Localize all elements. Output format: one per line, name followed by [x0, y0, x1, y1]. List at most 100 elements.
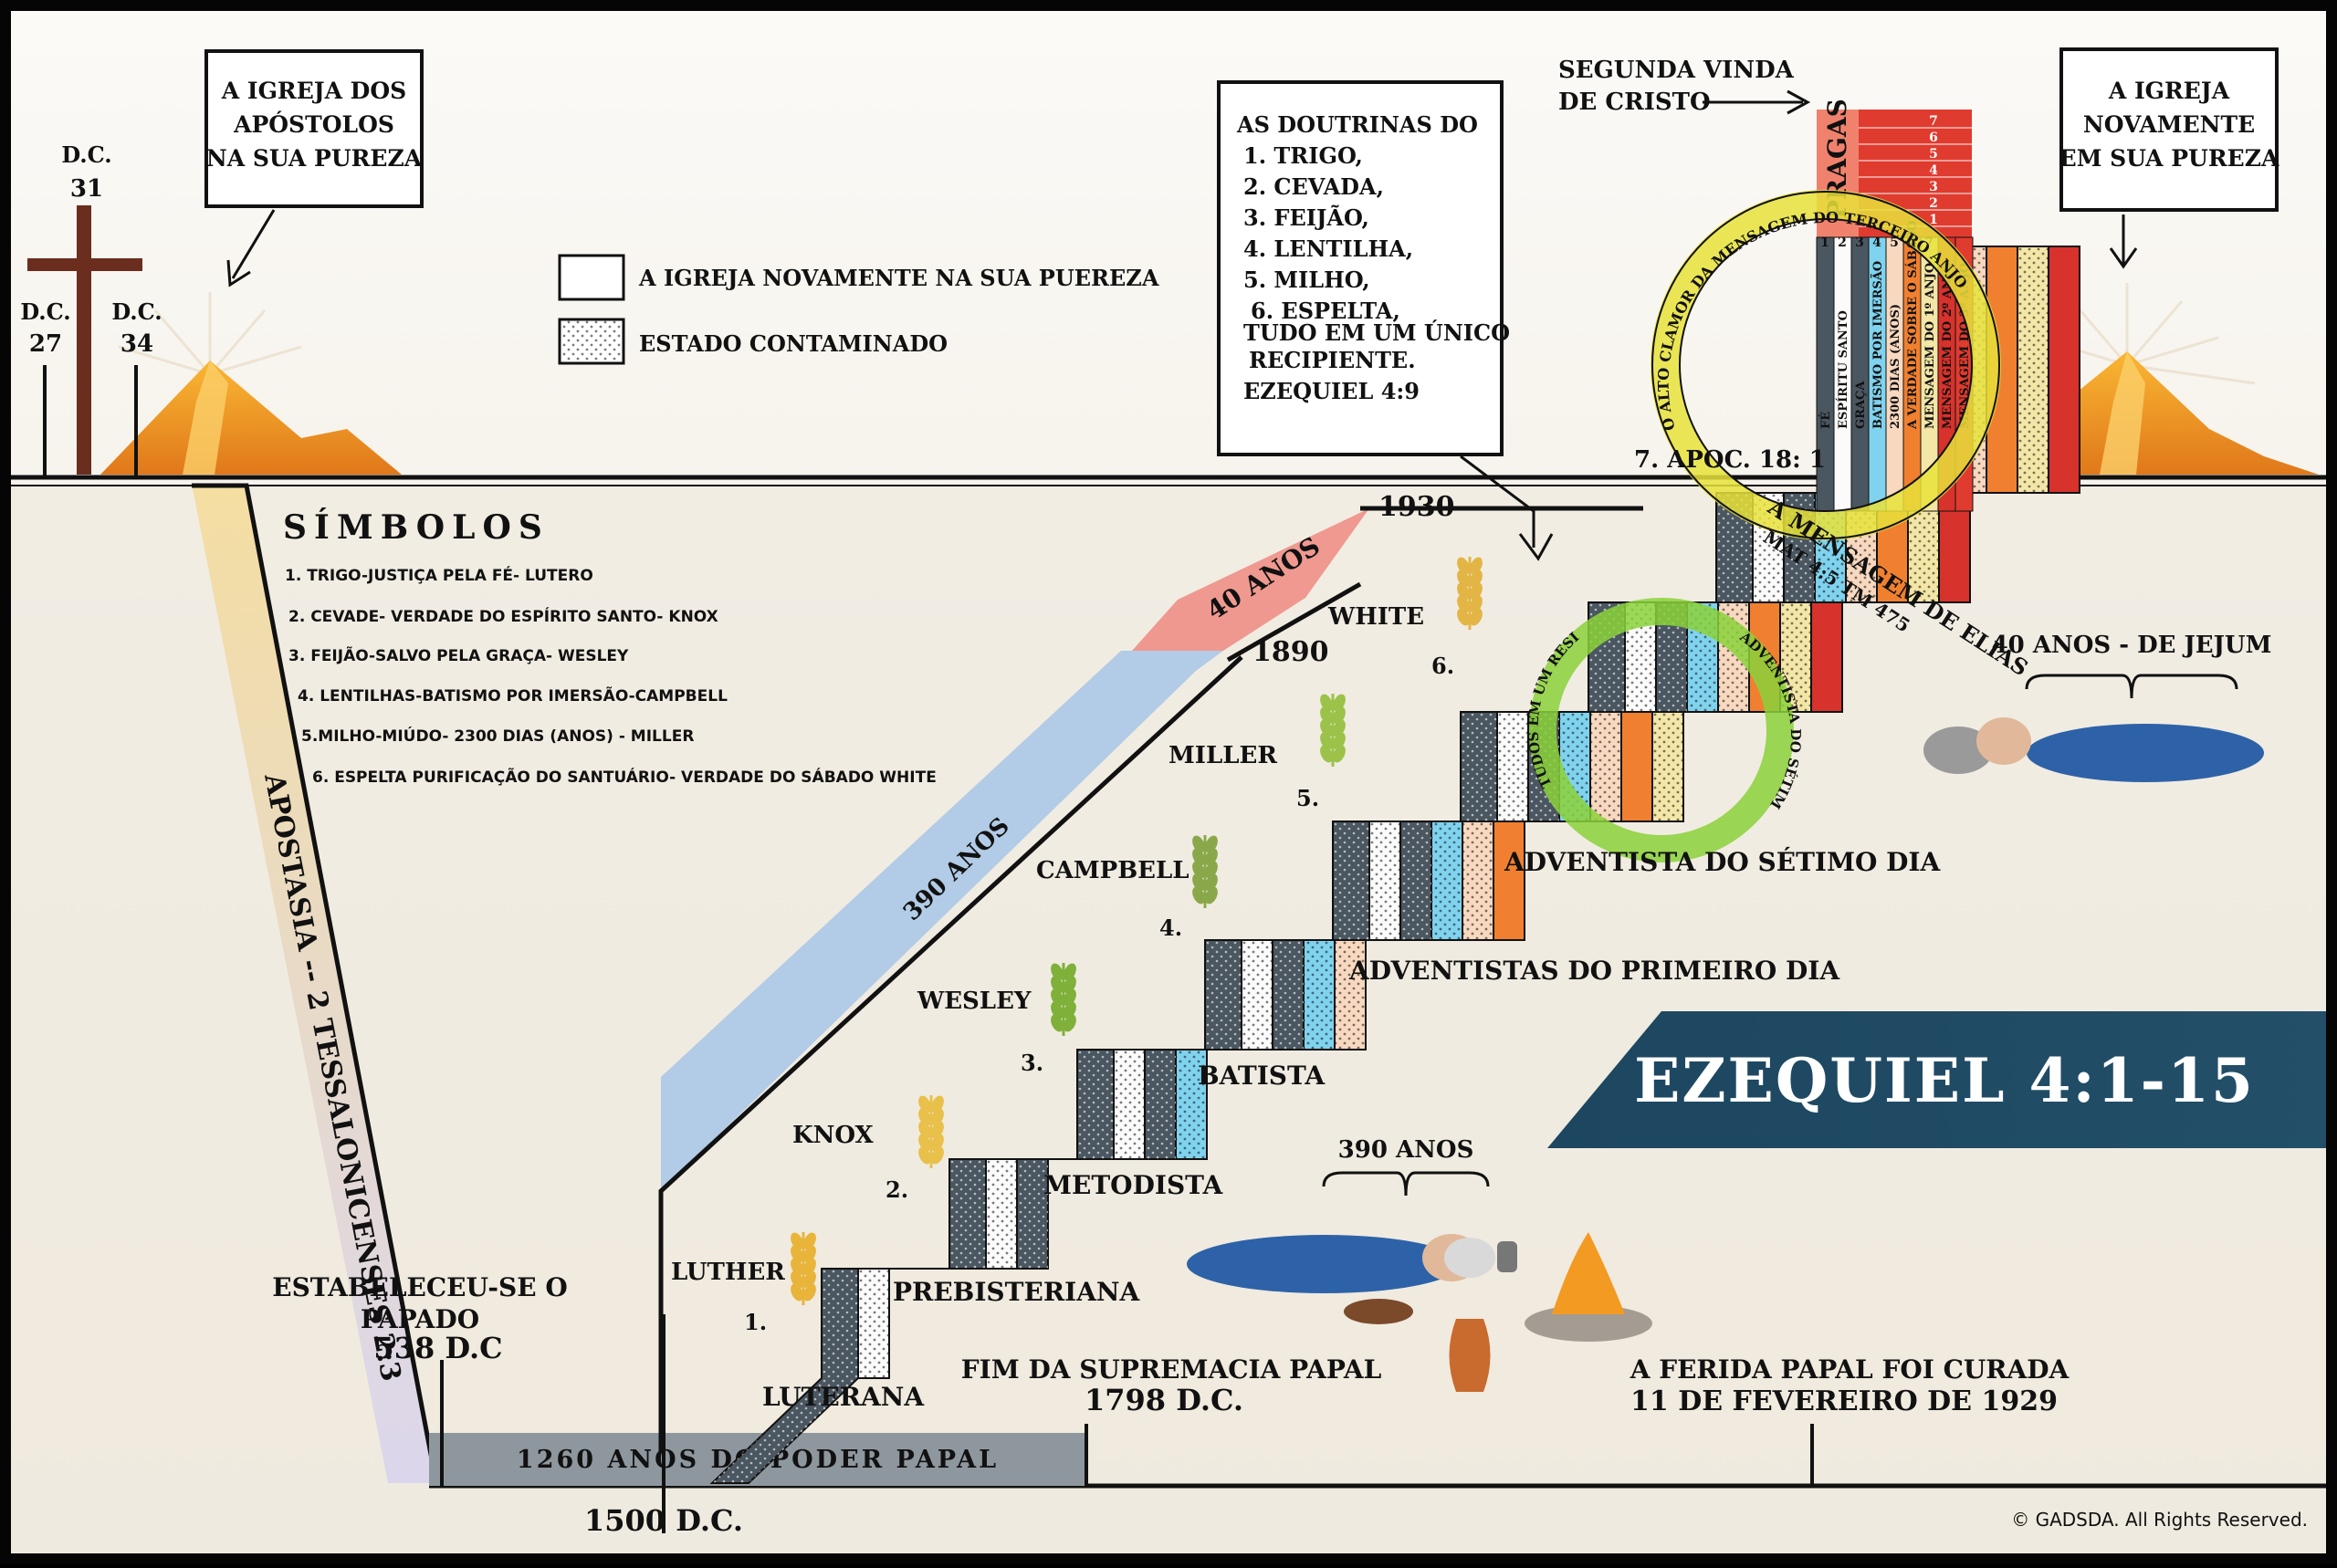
doctrine-column-3: [1850, 236, 1870, 512]
doctrines-line-1: AS DOUTRINAS DO: [1236, 111, 1478, 138]
apostles-line-3: NA SUA PUREZA: [206, 145, 423, 172]
papacy-line-1: ESTABELECEU-SE O: [272, 1272, 568, 1302]
column-number-5: 5: [1890, 235, 1899, 250]
church-metodista: METODISTA: [1043, 1170, 1223, 1200]
reformer-white: WHITE: [1327, 603, 1424, 631]
wheat-icon: [791, 1232, 816, 1305]
bean-icon: [1051, 963, 1076, 1036]
papacy-year: 538 D.C: [373, 1331, 502, 1365]
stair-2300-days-dots: [1329, 246, 1986, 1050]
year-1930: 1930: [1378, 491, 1455, 523]
number-1: 1.: [744, 1309, 767, 1335]
apostles-box: A IGREJA DOS APÓSTOLOS NA SUA PUREZA: [204, 49, 424, 287]
symbol-4: 4. LENTILHAS-BATISMO POR IMERSÃO-CAMPBEL…: [298, 685, 728, 706]
doctrines-line-10: EZEQUIEL 4:9: [1243, 378, 1420, 404]
green-ring: [1529, 598, 1794, 862]
column-label-5: 2300 DIAS (ANOS): [1889, 304, 1902, 429]
title-text: EZEQUIEL 4:1-15: [1634, 1045, 2255, 1116]
church-adventistas-primeiro-dia: ADVENTISTAS DO PRIMEIRO DIA: [1348, 956, 1840, 986]
column-label-6: A VERDADE SOBRE O SÁBADO: [1905, 221, 1920, 430]
plague-number-3: 3: [1929, 180, 1938, 194]
column-number-2: 2: [1838, 235, 1847, 250]
column-label-1: FÉ: [1818, 412, 1833, 429]
title-banner: EZEQUIEL 4:1-15: [1547, 1011, 2326, 1148]
date-27-label: D.C.: [20, 298, 70, 325]
second-coming-line-1: SEGUNDA VINDA: [1558, 57, 1795, 84]
doctrines-line-6: 5. MILHO,: [1243, 267, 1370, 293]
legend-pure-label: A IGREJA NOVAMENTE NA SUA PUEREZA: [638, 265, 1159, 291]
wound-healed-date: 11 DE FEVEREIRO DE 1929: [1630, 1385, 2058, 1417]
stair-faith-dots: [712, 246, 1862, 1483]
band-40-years: [1132, 508, 1369, 651]
symbol-2: 2. CEVADE- VERDADE DO ESPÍRITO SANTO- KN…: [288, 606, 718, 626]
legend-pure-swatch: [558, 254, 625, 301]
fire-icon: [1552, 1232, 1625, 1314]
legend-contaminated-swatch: [560, 319, 624, 363]
apoc-label: 7. APOC. 18: 1: [1634, 446, 1826, 474]
number-3: 3.: [1021, 1050, 1043, 1076]
yellow-ring: [1651, 190, 2001, 540]
end-supremacy-line-1: FIM DA SUPREMACIA PAPAL: [961, 1354, 1382, 1385]
doctrines-line-8: TUDO EM UM ÚNICO: [1243, 319, 1510, 346]
church-prebisteriana: PREBISTERIANA: [893, 1277, 1141, 1307]
plague-number-6: 6: [1929, 131, 1938, 145]
doctrines-box: AS DOUTRINAS DO 1. TRIGO, 2. CEVADA, 3. …: [1217, 80, 1554, 561]
stair-bands: [709, 246, 2080, 1484]
year-1890: 1890: [1252, 636, 1329, 668]
number-2: 2.: [886, 1176, 908, 1203]
doctrines-line-4: 3. FEIJÃO,: [1243, 204, 1369, 231]
column-number-1: 1: [1820, 235, 1829, 250]
church-adventista-setimo-dia: ADVENTISTA DO SÉTIMO DIA: [1504, 847, 1942, 877]
symbol-1: 1. TRIGO-JUSTIÇA PELA FÉ- LUTERO: [285, 565, 593, 585]
reformer-campbell: CAMPBELL: [1036, 857, 1189, 884]
column-label-2: ESPÍRITU SANTO: [1836, 310, 1850, 429]
plague-number-5: 5: [1929, 147, 1938, 162]
spelt-icon: [1457, 557, 1483, 630]
lentil-icon: [1192, 835, 1218, 908]
column-label-4: BATISMO POR IMERSÃO: [1871, 261, 1885, 429]
church-luterana: LUTERANA: [762, 1382, 925, 1412]
copyright: © GADSDA. All Rights Reserved.: [2011, 1509, 2308, 1531]
doctrines-line-3: 2. CEVADA,: [1243, 173, 1384, 200]
prophet-40-label: 40 ANOS - DE JEJUM: [1992, 632, 2272, 659]
reformer-knox: KNOX: [792, 1122, 875, 1149]
grain-icons: [791, 557, 1483, 1305]
bread-bowl-icon: [1344, 1299, 1413, 1324]
church-batista: BATISTA: [1198, 1061, 1326, 1091]
prophet-lying-icon-2: [2027, 724, 2264, 782]
legend-contaminated-label: ESTADO CONTAMINADO: [639, 330, 948, 357]
pure-line-2: NOVAMENTE: [2083, 111, 2255, 138]
doctrines-line-2: 1. TRIGO,: [1243, 142, 1363, 169]
pure-line-3: EM SUA PUREZA: [2059, 145, 2279, 172]
pure-line-1: A IGREJA: [2108, 78, 2230, 104]
column-label-7: MENSAGEM DO 1º ANJO: [1923, 263, 1937, 429]
number-4: 4.: [1159, 915, 1182, 941]
end-supremacy-year: 1798 D.C.: [1085, 1383, 1243, 1417]
symbols-title: SÍMBOLOS: [283, 508, 550, 547]
second-coming-line-2: DE CRISTO: [1558, 89, 1711, 116]
symbol-5: 5.MILHO-MIÚDO- 2300 DIAS (ANOS) - MILLER: [301, 726, 694, 746]
millet-icon: [1320, 694, 1346, 767]
post-34: [134, 365, 138, 476]
left-mountain: [100, 292, 402, 475]
prophet-40: 40 ANOS - DE JEJUM: [1923, 632, 2271, 782]
apostles-line-1: A IGREJA DOS: [221, 78, 406, 104]
date-31-label: D.C.: [61, 141, 111, 168]
date-34-year: 34: [121, 330, 153, 358]
cross-icon: [27, 205, 142, 475]
plague-number-2: 2: [1929, 196, 1938, 211]
apostles-line-2: APÓSTOLOS: [233, 111, 394, 138]
jug-icon: [1449, 1319, 1491, 1392]
column-number-4: 4: [1872, 235, 1881, 250]
pure-again-box: A IGREJA NOVAMENTE EM SUA PUREZA: [2059, 47, 2279, 269]
prophet-390: 390 ANOS: [1187, 1136, 1652, 1392]
date-34-label: D.C.: [111, 298, 162, 325]
symbol-6: 6. ESPELTA PURIFICAÇÃO DO SANTUÁRIO- VER…: [312, 766, 937, 787]
prophet-390-label: 390 ANOS: [1338, 1136, 1474, 1164]
prophet-lying-icon: [1187, 1235, 1461, 1293]
wound-healed-line-1: A FERIDA PAPAL FOI CURADA: [1630, 1354, 2070, 1385]
doctrines-line-7: 6. ESPELTA,: [1251, 298, 1400, 324]
reformer-luther: LUTHER: [671, 1259, 785, 1286]
